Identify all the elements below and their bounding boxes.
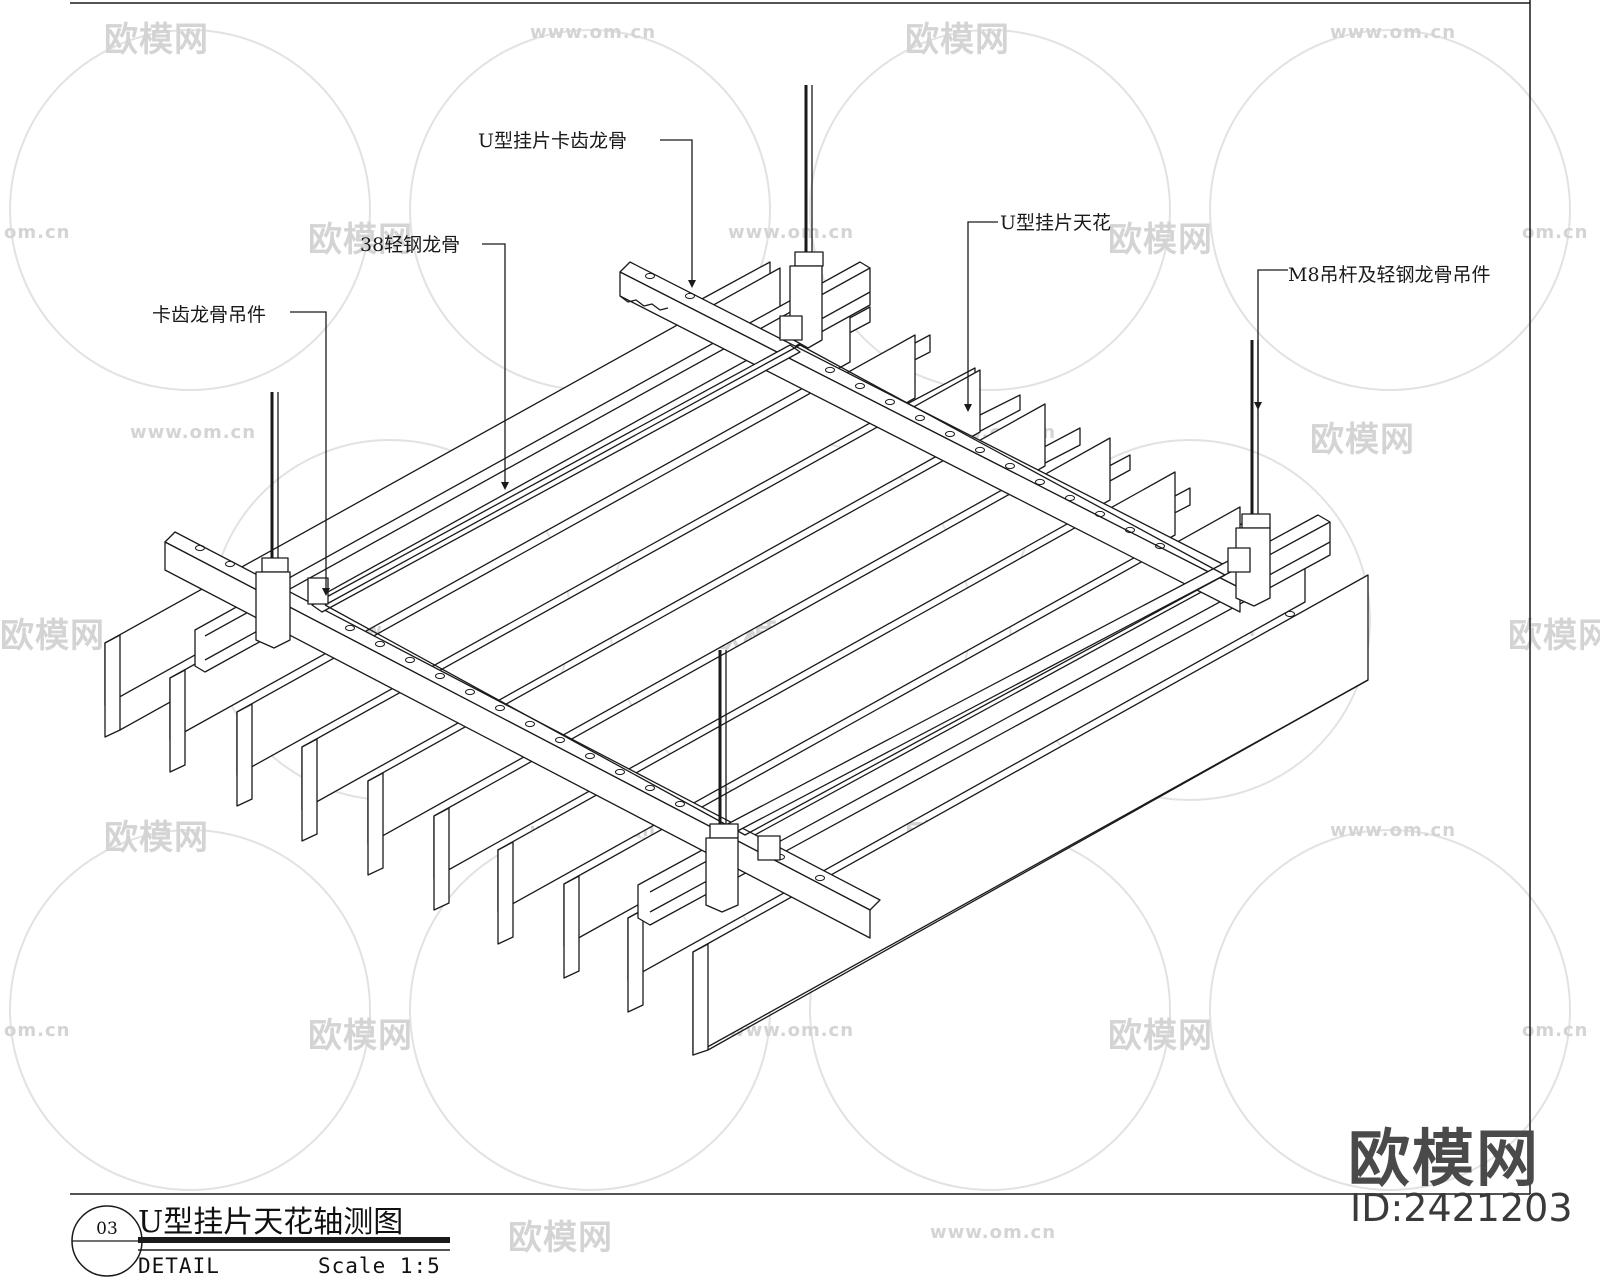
- brand-logo: 欧模网: [1348, 1122, 1541, 1195]
- hanger-left: [255, 392, 291, 649]
- callout-leaders: [290, 139, 1288, 590]
- callout-u-clip-keel: U型挂片卡齿龙骨: [478, 130, 628, 152]
- drawing-title: U型挂片天花轴测图: [138, 1205, 404, 1240]
- callout-arrows: [322, 280, 1262, 596]
- hanger-back: [789, 85, 824, 349]
- callout-u-ceiling: U型挂片天花: [1000, 212, 1112, 234]
- scale-label: Scale 1:5: [318, 1254, 441, 1278]
- detail-number: 03: [96, 1219, 118, 1239]
- clip-keel-front: [164, 531, 881, 939]
- center-frame: [324, 344, 1226, 836]
- title-block: [71, 1205, 450, 1277]
- brand-id: ID:2421203: [1350, 1186, 1573, 1230]
- hanger-front: [705, 650, 739, 913]
- callout-m8-rod: M8吊杆及轻钢龙骨吊件: [1288, 264, 1491, 286]
- callout-light-steel-38: 38轻钢龙骨: [360, 234, 461, 256]
- detail-label: DETAIL: [138, 1254, 220, 1278]
- callout-clip-hanger: 卡齿龙骨吊件: [152, 304, 267, 326]
